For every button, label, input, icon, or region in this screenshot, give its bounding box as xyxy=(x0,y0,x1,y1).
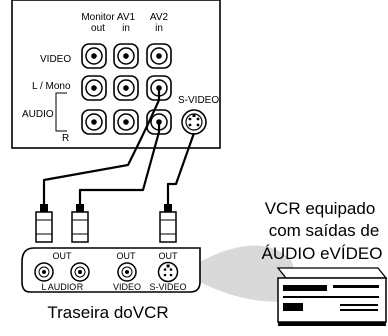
vcr-jack-video xyxy=(117,262,137,282)
vcr-l-label: L xyxy=(41,282,46,292)
vcr-device-illustration xyxy=(276,267,388,326)
header-av2-line2: in xyxy=(155,23,163,34)
header-av1-line2: in xyxy=(122,23,130,34)
row-label-audio: AUDIO xyxy=(22,109,54,120)
tv-jack-monitor-audio-r xyxy=(81,109,107,135)
tv-jack-monitor-audio-l xyxy=(81,75,107,101)
row-label-lmono: L / Mono xyxy=(32,81,71,92)
vcr-jack-audio-r xyxy=(70,262,90,282)
vcr-callout-line1: VCR equipado xyxy=(265,199,376,218)
plug-audio-l xyxy=(35,204,53,243)
vcr-audio-label: AUDIO xyxy=(48,282,77,292)
vcr-svideo-label: S-VIDEO xyxy=(149,282,186,292)
tv-jack-av2-video xyxy=(146,43,172,69)
tv-svideo-label: S-VIDEO xyxy=(178,95,219,106)
cable-audio-l xyxy=(42,88,161,208)
vcr-r-label: R xyxy=(77,282,84,292)
tv-back-panel: Monitor out AV1 in AV2 in VIDEO L / Mono… xyxy=(11,0,221,149)
plug-audio-r xyxy=(71,204,89,243)
tv-jack-monitor-video xyxy=(81,43,107,69)
header-av2-line1: AV2 xyxy=(150,12,169,23)
vcr-jack-svideo xyxy=(157,261,179,283)
audio-bracket xyxy=(55,92,67,132)
plug-svideo xyxy=(159,204,177,243)
cable-svideo xyxy=(166,132,196,208)
vcr-callout-line3: ÁUDIO eVÍDEO xyxy=(262,244,383,263)
tv-svideo-jack xyxy=(181,109,207,135)
vcr-callout-line2: com saídas de xyxy=(269,221,380,240)
row-label-r: R xyxy=(62,133,69,144)
header-monitor-out-line1: Monitor xyxy=(81,12,115,23)
cable-audio-r xyxy=(78,122,161,208)
cables xyxy=(42,88,196,208)
vcr-out-mid-label: OUT xyxy=(117,251,137,261)
vcr-video-label: VIDEO xyxy=(113,282,141,292)
header-av1-line1: AV1 xyxy=(117,12,136,23)
vcr-rear-caption: Traseira doVCR xyxy=(47,303,168,322)
vcr-callout-wedge xyxy=(200,245,302,302)
vcr-back-panel: OUT OUT OUT L AUDIO R VIDEO S-VIDEO xyxy=(21,247,201,293)
vcr-out-right-label: OUT xyxy=(159,251,179,261)
vcr-jack-audio-l xyxy=(34,262,54,282)
tv-jack-av1-audio-l xyxy=(113,75,139,101)
row-label-video: VIDEO xyxy=(40,54,71,65)
tv-jack-av1-video xyxy=(113,43,139,69)
vcr-out-left-label: OUT xyxy=(53,251,73,261)
tv-jack-av1-audio-r xyxy=(113,109,139,135)
vcr-panel-frame xyxy=(21,247,201,293)
header-monitor-out-line2: out xyxy=(91,23,105,34)
